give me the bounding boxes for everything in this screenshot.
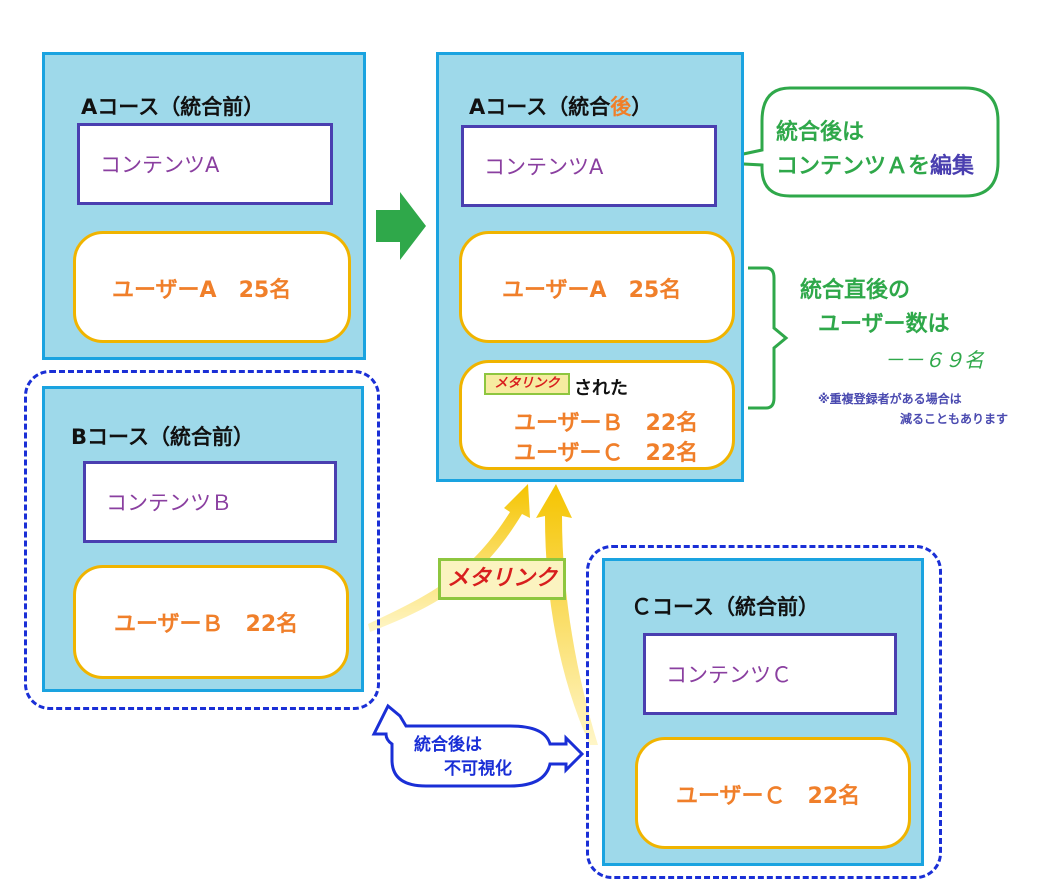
course-c-before-users: ユーザーＣ 22名 <box>635 737 911 849</box>
metalink-label: メタリンク <box>438 558 566 600</box>
linked-user-c: ユーザーＣ 22名 <box>514 441 699 466</box>
course-a-before-title: Aコース（統合前） <box>81 95 265 119</box>
linked-suffix: された <box>574 378 628 399</box>
user-count-footnote-1: ※重複登録者がある場合は <box>818 392 962 406</box>
course-a-before-users-label: ユーザーA 25名 <box>112 278 292 303</box>
course-a-after-users: ユーザーA 25名 <box>459 231 735 343</box>
invisible-callout-line2: 不可視化 <box>444 759 512 779</box>
course-c-before-title: Ｃコース（統合前） <box>631 595 819 619</box>
merge-arrow-icon <box>376 192 426 260</box>
user-count-brace <box>748 266 789 410</box>
course-c-before-contents: コンテンツＣ <box>643 633 897 715</box>
user-count-line2: ユーザー数は <box>818 312 950 337</box>
course-a-after: Aコース（統合後） コンテンツA ユーザーA 25名 メタリンク された ユーザ… <box>436 52 744 482</box>
course-a-after-title-suffix: ） <box>631 95 653 119</box>
edit-callout-bubble <box>705 86 1000 198</box>
course-c-dashed-frame <box>586 545 942 879</box>
course-a-before-contents: コンテンツA <box>77 123 333 205</box>
course-a-after-title: Aコース（統合後） <box>469 91 652 121</box>
linked-user-b: ユーザーＢ 22名 <box>514 411 699 436</box>
user-count-footnote-2: 減ることもあります <box>900 412 1009 426</box>
course-a-after-linked-users: メタリンク された ユーザーＢ 22名 ユーザーＣ 22名 <box>459 360 735 470</box>
course-a-after-contents: コンテンツA <box>461 125 717 207</box>
course-a-after-title-highlight: 後 <box>610 95 632 119</box>
metalink-small-badge: メタリンク <box>484 373 570 395</box>
metalink-arrow-c-icon <box>536 484 598 745</box>
user-count-value: －－６９名 <box>884 348 984 372</box>
course-a-before: Aコース（統合前） コンテンツA ユーザーA 25名 <box>42 52 366 360</box>
edit-callout-line2-prefix: コンテンツＡを <box>776 154 931 179</box>
invisible-callout-bubble <box>371 703 585 788</box>
edit-callout-line1: 統合後は <box>776 120 865 145</box>
course-b-before-users: ユーザーＢ 22名 <box>73 565 349 679</box>
course-b-before-contents: コンテンツＢ <box>83 461 337 543</box>
course-b-dashed-frame <box>24 370 380 710</box>
course-b-before-users-label: ユーザーＢ 22名 <box>114 612 299 637</box>
edit-callout-emphasis: 編集 <box>930 154 975 179</box>
edit-callout-line2: コンテンツＡを編集 <box>776 148 974 180</box>
course-c-before-users-label: ユーザーＣ 22名 <box>676 784 861 809</box>
course-b-before-title: Bコース（統合前） <box>71 425 254 449</box>
invisible-callout-line1: 統合後は <box>414 735 482 755</box>
course-c-before: Ｃコース（統合前） コンテンツＣ ユーザーＣ 22名 <box>602 558 924 866</box>
user-count-line1: 統合直後の <box>800 278 911 303</box>
course-a-after-title-prefix: Aコース（統合 <box>469 95 611 119</box>
course-a-before-users: ユーザーA 25名 <box>73 231 351 343</box>
metalink-arrow-b-icon <box>368 484 530 632</box>
course-b-before: Bコース（統合前） コンテンツＢ ユーザーＢ 22名 <box>42 386 364 692</box>
course-a-after-users-label: ユーザーA 25名 <box>502 278 682 303</box>
